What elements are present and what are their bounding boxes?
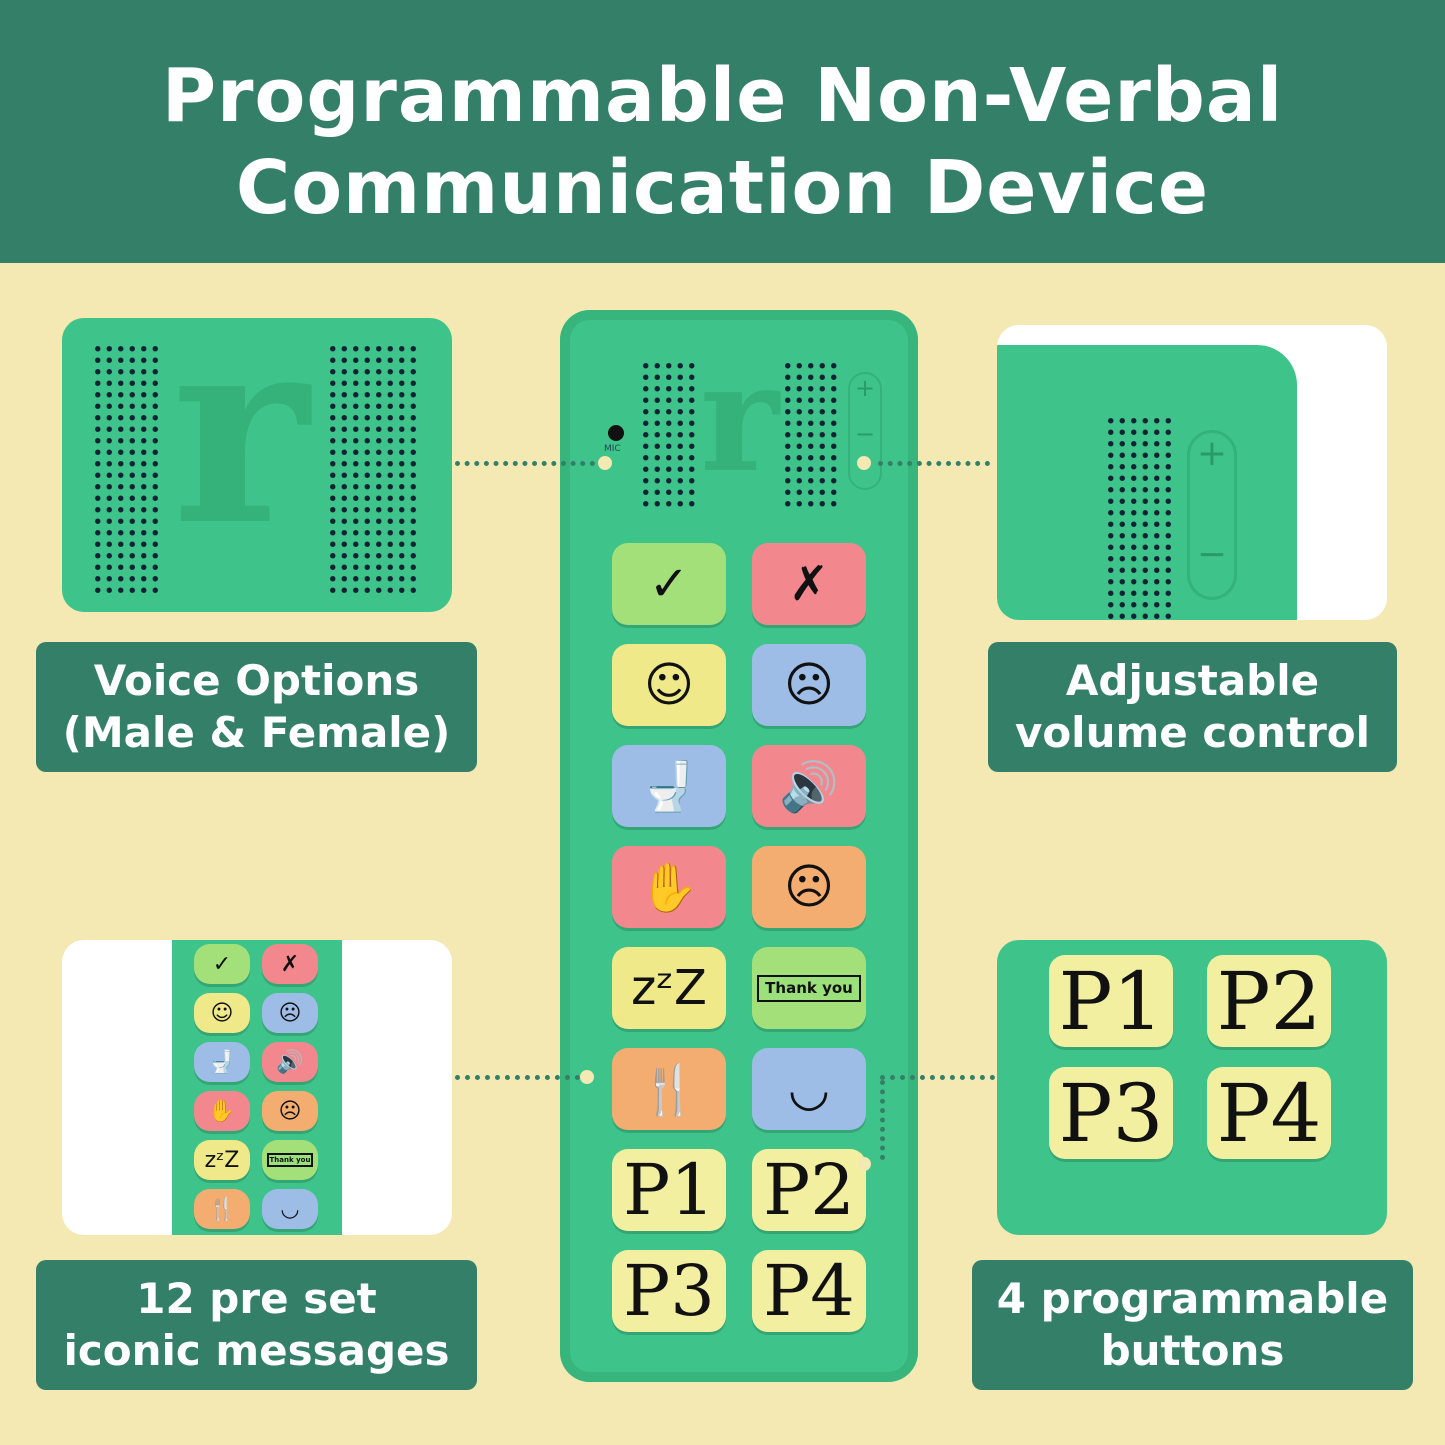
toilet-icon-button[interactable]: 🚽 — [612, 745, 726, 827]
button-p3-button[interactable]: P3 — [1049, 1066, 1173, 1160]
helping-hands-icon-button[interactable]: ✋ — [194, 1091, 250, 1131]
sad-face-icon: ☹ — [783, 657, 835, 713]
button-p2-button[interactable]: P2 — [1207, 954, 1331, 1048]
device-logo: r — [700, 330, 780, 506]
check-icon-button[interactable]: ✓ — [194, 944, 250, 984]
happy-face-icon: ☺ — [210, 1000, 234, 1026]
volume-down-button[interactable]: − — [854, 420, 876, 448]
toilet-icon: 🚽 — [208, 1049, 236, 1075]
sad-face-icon: ☹ — [278, 1000, 302, 1026]
button-p4-button[interactable]: P4 — [1207, 1066, 1331, 1160]
volume-plus-icon: + — [1196, 433, 1228, 474]
button-label: P3 — [623, 1250, 715, 1332]
loud-speaker-icon-button[interactable]: 🔊 — [752, 745, 866, 827]
button-p4-button[interactable]: P4 — [752, 1250, 866, 1332]
check-icon-button[interactable]: ✓ — [612, 543, 726, 625]
button-label: P4 — [1216, 1066, 1322, 1160]
header-banner: Programmable Non-Verbal Communication De… — [0, 0, 1445, 263]
button-p1-button[interactable]: P1 — [612, 1149, 726, 1231]
drink-cup-icon: ◡ — [788, 1061, 830, 1117]
cross-icon: ✗ — [788, 556, 830, 612]
mic-hole-icon — [608, 425, 624, 441]
title-line-1: Programmable Non-Verbal — [161, 53, 1284, 139]
cross-icon-button[interactable]: ✗ — [262, 944, 318, 984]
label-line: 4 programmable — [996, 1274, 1389, 1323]
happy-face-icon: ☺ — [643, 657, 695, 713]
sleep-icon: zᶻZ — [631, 960, 707, 1016]
button-p1-button[interactable]: P1 — [1049, 954, 1173, 1048]
sad-face-icon-button[interactable]: ☹ — [262, 993, 318, 1033]
sleep-icon-button[interactable]: zᶻZ — [612, 947, 726, 1029]
drink-cup-icon: ◡ — [280, 1196, 300, 1222]
label-line: volume control — [1014, 708, 1371, 757]
label-line: iconic messages — [63, 1326, 450, 1375]
button-label: P3 — [1058, 1066, 1164, 1160]
loud-speaker-icon-button[interactable]: 🔊 — [262, 1042, 318, 1082]
label-line: (Male & Female) — [62, 708, 451, 757]
upset-face-icon: ☹ — [278, 1098, 302, 1124]
check-icon: ✓ — [648, 556, 690, 612]
thank-you-icon-button[interactable]: Thank you — [752, 947, 866, 1029]
eat-icon-button[interactable]: 🍴 — [194, 1189, 250, 1229]
title-line-2: Communication Device — [235, 145, 1210, 231]
toilet-icon: 🚽 — [639, 758, 699, 815]
sleep-icon-button[interactable]: zᶻZ — [194, 1140, 250, 1180]
voice-options-label: Voice Options(Male & Female) — [36, 642, 477, 772]
upset-face-icon: ☹ — [783, 859, 835, 915]
sad-face-icon-button[interactable]: ☹ — [752, 644, 866, 726]
speaker-closeup-image: r — [62, 318, 452, 612]
logo-closeup: r — [172, 318, 309, 583]
happy-face-icon-button[interactable]: ☺ — [194, 993, 250, 1033]
button-label: P4 — [763, 1250, 855, 1332]
preset-messages-image: ✓ ✗ ☺ ☹ 🚽 🔊 ✋ ☹ zᶻZ Thank you 🍴 ◡ — [62, 940, 452, 1235]
thank-you-text: Thank you — [757, 974, 861, 1002]
upset-face-icon-button[interactable]: ☹ — [752, 846, 866, 928]
button-label: P2 — [763, 1149, 855, 1231]
eat-icon-button[interactable]: 🍴 — [612, 1048, 726, 1130]
loud-speaker-icon: 🔊 — [276, 1049, 304, 1075]
drink-cup-icon-button[interactable]: ◡ — [752, 1048, 866, 1130]
sleep-icon: zᶻZ — [204, 1147, 240, 1173]
toilet-icon-button[interactable]: 🚽 — [194, 1042, 250, 1082]
thank-you-text: Thank you — [266, 1153, 314, 1167]
helping-hands-icon: ✋ — [208, 1098, 236, 1124]
eat-icon: 🍴 — [208, 1196, 236, 1222]
button-label: P1 — [623, 1149, 715, 1231]
label-line: Voice Options — [93, 656, 420, 705]
cross-icon-button[interactable]: ✗ — [752, 543, 866, 625]
upset-face-icon-button[interactable]: ☹ — [262, 1091, 318, 1131]
thank-you-icon-button[interactable]: Thank you — [262, 1140, 318, 1180]
volume-closeup-image: + − — [997, 325, 1387, 620]
helping-hands-icon-button[interactable]: ✋ — [612, 846, 726, 928]
label-line: 12 pre set — [136, 1274, 377, 1323]
happy-face-icon-button[interactable]: ☺ — [612, 644, 726, 726]
button-p3-button[interactable]: P3 — [612, 1250, 726, 1332]
button-p2-button[interactable]: P2 — [752, 1149, 866, 1231]
check-icon: ✓ — [212, 951, 232, 977]
helping-hands-icon: ✋ — [639, 859, 699, 916]
volume-minus-icon: − — [1196, 534, 1228, 575]
drink-cup-icon-button[interactable]: ◡ — [262, 1189, 318, 1229]
label-line: buttons — [1100, 1326, 1285, 1375]
loud-speaker-icon: 🔊 — [779, 758, 839, 815]
cross-icon: ✗ — [280, 951, 300, 977]
volume-up-button[interactable]: + — [854, 374, 876, 402]
label-line: Adjustable — [1065, 656, 1320, 705]
eat-icon: 🍴 — [639, 1061, 699, 1118]
mic-label: MIC — [604, 444, 621, 454]
button-label: P2 — [1216, 954, 1322, 1048]
button-label: P1 — [1058, 954, 1164, 1048]
volume-buttons[interactable]: + − — [848, 372, 882, 490]
